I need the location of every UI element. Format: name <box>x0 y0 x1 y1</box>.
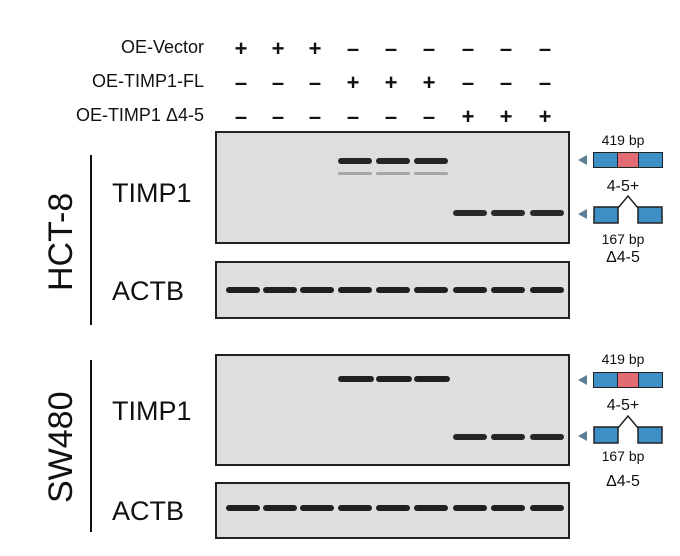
minus-sign: – <box>271 70 285 95</box>
band-actb <box>491 505 525 511</box>
band-actb <box>263 287 297 293</box>
band-actb <box>453 505 487 511</box>
condition-label: OE-TIMP1 Δ4-5 <box>75 105 204 125</box>
band-actb <box>226 505 260 511</box>
arrowhead-icon <box>578 431 587 441</box>
minus-sign: – <box>499 70 513 95</box>
minus-sign: – <box>308 70 322 95</box>
exon-diagram-full-hct8 <box>593 152 663 168</box>
band-167bp <box>453 434 487 440</box>
plus-sign: + <box>499 104 513 129</box>
band-419bp <box>338 376 374 382</box>
exon-icon <box>638 372 663 388</box>
band-167bp <box>491 210 525 216</box>
minus-sign: – <box>461 36 475 61</box>
cell-line-label-sw480: SW480 <box>42 391 80 504</box>
minus-sign: – <box>384 36 398 61</box>
exon-diagram-full-sw480 <box>593 372 663 388</box>
band-actb <box>530 505 564 511</box>
band-actb <box>376 287 410 293</box>
gene-label-timp1-hct8: TIMP1 <box>112 178 192 208</box>
gene-label-actb-hct8: ACTB <box>112 276 185 306</box>
band-419bp <box>414 376 450 382</box>
band-167bp <box>530 434 564 440</box>
minus-sign: – <box>308 104 322 129</box>
plus-sign: + <box>422 70 436 95</box>
plus-sign: + <box>384 70 398 95</box>
minus-sign: – <box>346 36 360 61</box>
band-419bp <box>376 376 412 382</box>
minus-sign: – <box>234 70 248 95</box>
band-167bp <box>453 210 487 216</box>
minus-sign: – <box>422 104 436 129</box>
band-faint <box>338 172 372 175</box>
condition-label: OE-Vector <box>120 37 204 57</box>
band-actb <box>300 505 334 511</box>
band-419bp <box>338 158 372 164</box>
band-size-419-sw480: 419 bp <box>601 351 645 367</box>
band-actb <box>338 287 372 293</box>
minus-sign: – <box>499 36 513 61</box>
band-actb <box>263 505 297 511</box>
gene-label-actb-sw480: ACTB <box>112 496 185 526</box>
band-faint <box>414 172 448 175</box>
isoform-label-deleted-hct8: Δ4-5 <box>606 249 640 266</box>
gel-actb-hct8 <box>215 261 570 319</box>
band-actb <box>226 287 260 293</box>
band-actb <box>338 505 372 511</box>
arrowhead-icon <box>578 209 587 219</box>
gel-actb-sw480 <box>215 482 570 539</box>
band-actb <box>530 287 564 293</box>
exon-diagram-deleted-hct8 <box>593 194 663 224</box>
minus-sign: – <box>461 70 475 95</box>
exon-icon <box>617 152 639 168</box>
exon-diagram-deleted-sw480 <box>593 414 663 444</box>
band-actb <box>414 505 448 511</box>
arrowhead-icon <box>578 375 587 385</box>
plus-sign: + <box>308 36 322 61</box>
band-size-167-sw480: 167 bp <box>601 448 645 464</box>
exon-icon <box>638 152 663 168</box>
isoform-label-deleted-sw480: Δ4-5 <box>606 473 640 490</box>
minus-sign: – <box>346 104 360 129</box>
minus-sign: – <box>234 104 248 129</box>
plus-sign: + <box>234 36 248 61</box>
exon-icon <box>617 372 639 388</box>
minus-sign: – <box>271 104 285 129</box>
gel-timp1-sw480 <box>215 354 570 466</box>
band-actb <box>491 287 525 293</box>
band-419bp <box>414 158 448 164</box>
panel-divider-hct8 <box>90 155 92 325</box>
isoform-label-full-hct8: 4-5+ <box>606 178 640 195</box>
condition-label: OE-TIMP1-FL <box>91 71 204 91</box>
band-faint <box>376 172 410 175</box>
band-167bp <box>491 434 525 440</box>
cell-line-label-hct8: HCT-8 <box>42 192 80 291</box>
plus-sign: + <box>346 70 360 95</box>
gene-label-timp1-sw480: TIMP1 <box>112 396 192 426</box>
band-167bp <box>530 210 564 216</box>
gel-timp1-hct8 <box>215 131 570 244</box>
exon-icon <box>593 372 618 388</box>
plus-sign: + <box>271 36 285 61</box>
minus-sign: – <box>538 36 552 61</box>
band-actb <box>453 287 487 293</box>
minus-sign: – <box>538 70 552 95</box>
band-actb <box>376 505 410 511</box>
exon-icon <box>593 152 618 168</box>
panel-divider-sw480 <box>90 360 92 532</box>
plus-sign: + <box>461 104 475 129</box>
arrowhead-icon <box>578 155 587 165</box>
band-actb <box>414 287 448 293</box>
band-actb <box>300 287 334 293</box>
isoform-label-full-sw480: 4-5+ <box>606 397 640 414</box>
minus-sign: – <box>422 36 436 61</box>
plus-sign: + <box>538 104 552 129</box>
band-419bp <box>376 158 410 164</box>
minus-sign: – <box>384 104 398 129</box>
band-size-167-hct8: 167 bp <box>601 231 645 247</box>
band-size-419-hct8: 419 bp <box>601 132 645 148</box>
